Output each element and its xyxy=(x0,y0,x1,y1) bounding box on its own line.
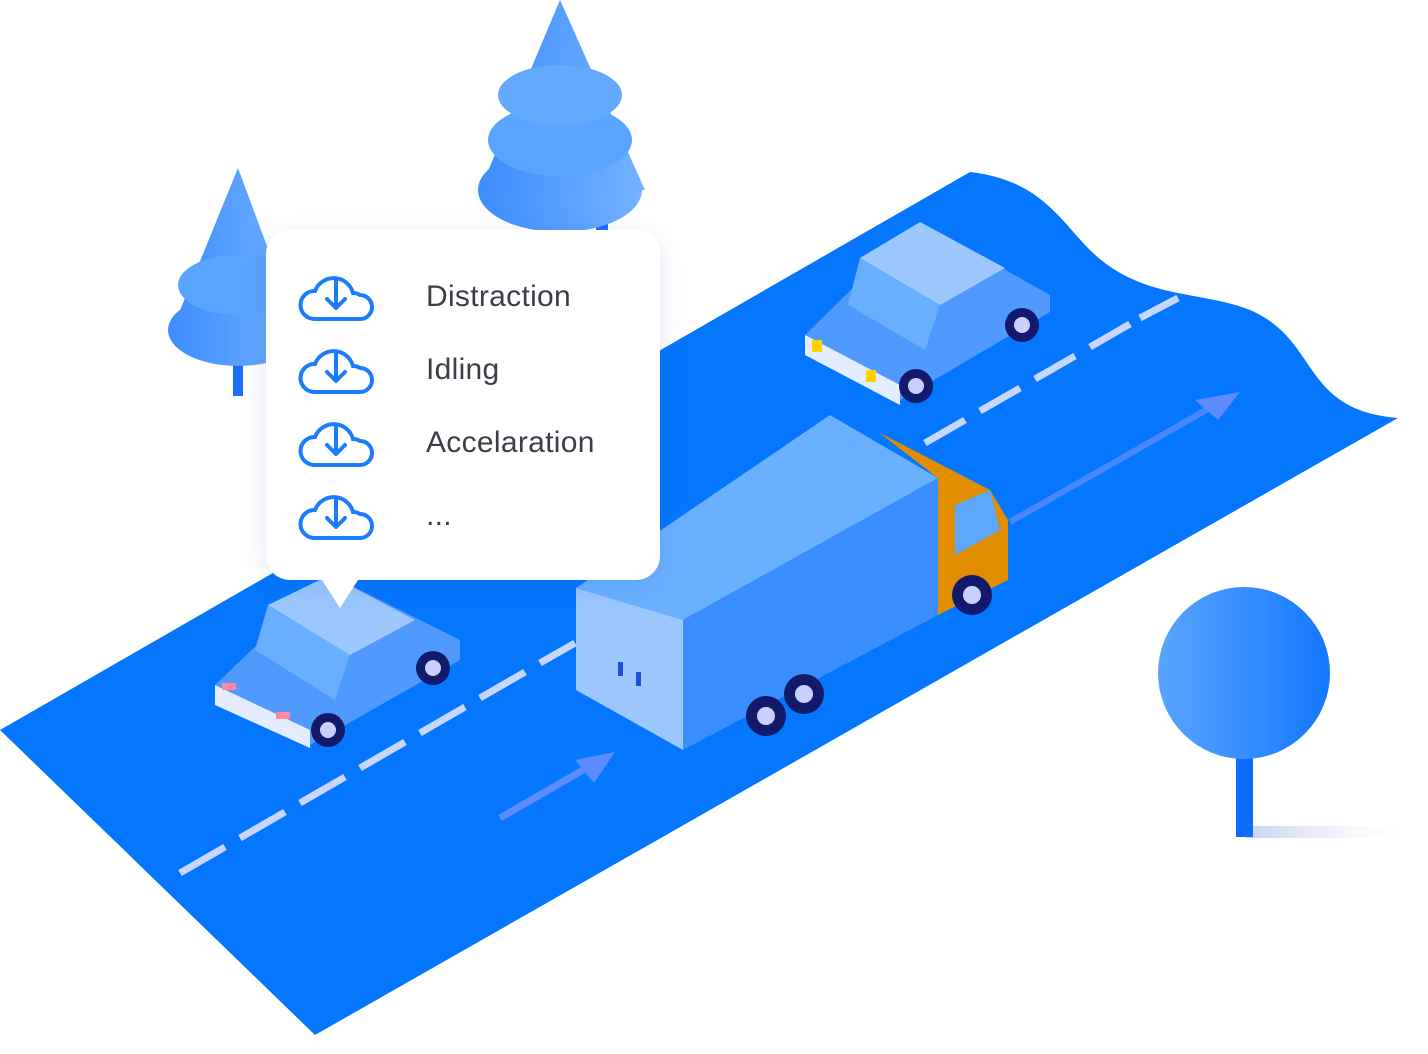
cloud-download-icon xyxy=(298,276,374,321)
car-oncoming xyxy=(805,222,1050,405)
event-download-menu: Distraction Idling Accelaration ... xyxy=(266,230,660,608)
menu-item-idling[interactable]: Idling xyxy=(298,342,638,398)
pine-tree-large xyxy=(478,0,645,260)
round-tree xyxy=(1158,587,1428,838)
cloud-download-icon xyxy=(298,495,374,540)
cloud-download-icon xyxy=(298,422,374,467)
direction-arrows xyxy=(498,392,1240,822)
car-front xyxy=(215,575,460,748)
menu-item-acceleration[interactable]: Accelaration xyxy=(298,415,638,471)
menu-item-label: Idling xyxy=(426,353,500,386)
truck xyxy=(576,415,1008,750)
menu-item-label: Accelaration xyxy=(426,426,595,459)
menu-item-label: Distraction xyxy=(426,280,572,313)
cloud-download-icon xyxy=(298,349,374,394)
menu-item-more[interactable]: ... xyxy=(298,488,638,544)
menu-item-label: ... xyxy=(426,499,452,532)
lane-dashes xyxy=(178,294,1180,877)
menu-item-distraction[interactable]: Distraction xyxy=(298,269,638,325)
